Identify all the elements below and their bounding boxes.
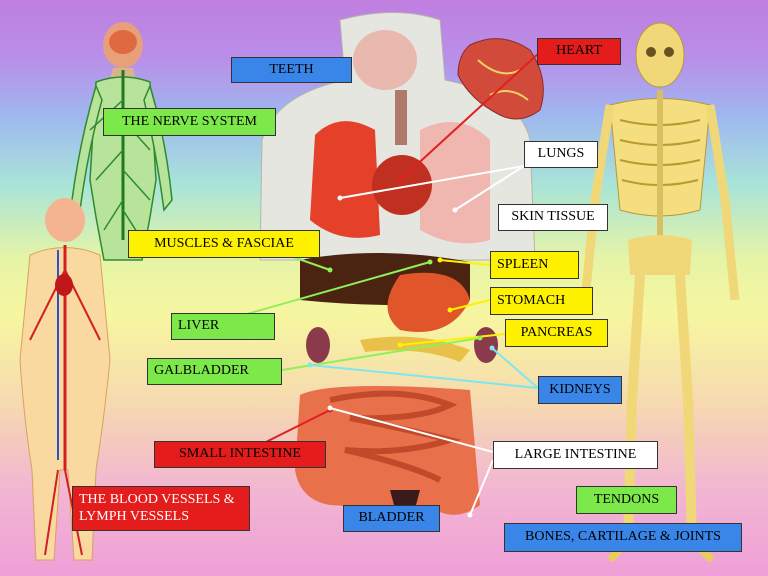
pointer-line-11 [491,347,539,389]
skeleton-figure [580,22,740,563]
label-stomach: STOMACH [490,287,593,315]
pointer-line-13 [329,407,494,453]
label-bladder: BLADDER [343,505,440,532]
label-small-intestine: SMALL INTESTINE [154,441,326,468]
pointer-line-1 [399,51,541,181]
pointer-line-10 [309,364,539,389]
label-liver: LIVER [171,313,275,340]
label-spleen: SPLEEN [490,251,579,279]
pointer-tip-10 [307,362,313,368]
pointer-tip-9 [477,335,483,341]
pointer-line-8 [399,333,506,346]
pointer-tip-13 [327,405,333,411]
pointer-line-7 [239,261,431,317]
label-galbladder: GALBLADDER [147,358,282,385]
pointer-tip-8 [397,342,403,348]
pointer-line-5 [439,259,491,266]
pointer-lines [239,51,541,518]
pointer-line-2 [339,165,525,199]
label-muscles-fasciae: MUSCLES & FASCIAE [128,230,320,258]
pointer-tip-3 [452,207,458,213]
label-kidneys: KIDNEYS [538,376,622,404]
pointer-tip-2 [337,195,343,201]
pointer-tip-11 [489,345,495,351]
pointer-line-6 [449,299,491,311]
label-pancreas: PANCREAS [505,319,608,347]
label-lungs: LUNGS [524,141,598,168]
pointer-tip-6 [447,307,453,313]
blood-vessel-figure [19,198,111,561]
label-skin-tissue: SKIN TISSUE [498,204,608,231]
label-heart: HEART [537,38,621,65]
label-nerve-system: THE NERVE SYSTEM [103,108,276,136]
label-bones-cartilage-joints: BONES, CARTILAGE & JOINTS [504,523,742,552]
pointer-tip-4 [327,267,333,273]
label-tendons: TENDONS [576,486,677,514]
pointer-line-14 [469,459,494,516]
label-large-intestine: LARGE INTESTINE [493,441,658,469]
label-teeth: TEETH [231,57,352,83]
pointer-tip-7 [427,259,433,265]
pointer-tip-5 [437,257,443,263]
pointer-tip-1 [397,177,403,183]
nerve-system-figure [71,22,173,261]
pointer-line-3 [454,165,525,211]
label-blood-vessels: THE BLOOD VESSELS & LYMPH VESSELS [72,486,250,531]
pointer-tip-14 [467,512,473,518]
